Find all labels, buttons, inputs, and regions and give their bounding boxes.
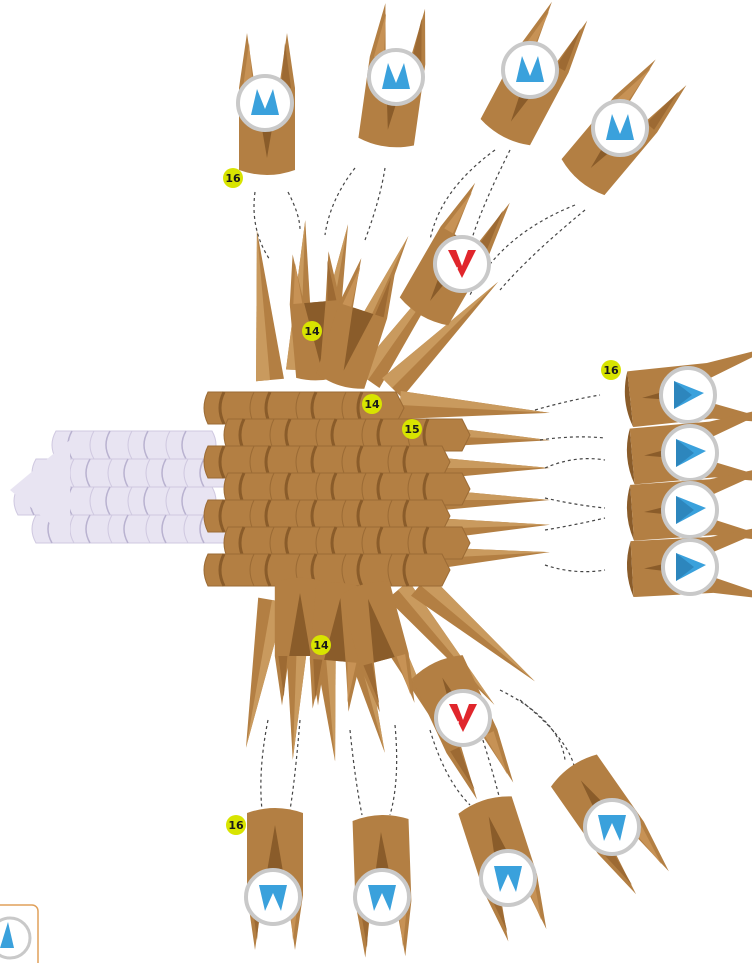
symbol-ring [238, 76, 292, 130]
guide-line [545, 459, 605, 468]
guide-line [500, 210, 585, 290]
svg-text:14: 14 [304, 325, 320, 338]
guide-line [520, 700, 575, 770]
brown-module [388, 554, 450, 586]
guide-line [430, 150, 495, 240]
guide-line [500, 690, 565, 760]
guide-line [261, 720, 268, 810]
guide-line [535, 395, 600, 410]
badge-side-second: 15 [402, 419, 422, 439]
guide-line [540, 437, 605, 440]
white-tail-modules [10, 431, 234, 543]
symbol-ring [369, 50, 423, 104]
symbol-ring [593, 101, 647, 155]
symbol-ring [663, 483, 717, 537]
symbol-ring [585, 800, 639, 854]
badge-right-column-top: 16 [601, 360, 621, 380]
symbol-ring [481, 851, 535, 905]
svg-text:14: 14 [364, 398, 380, 411]
svg-text:14: 14 [313, 639, 329, 652]
symbol-ring [435, 237, 489, 291]
guide-line [254, 192, 270, 260]
guide-line [545, 498, 605, 508]
symbol-ring [663, 426, 717, 480]
symbol-ring [663, 540, 717, 594]
svg-text:15: 15 [404, 423, 419, 436]
guide-line [325, 168, 355, 235]
guide-line [545, 565, 605, 572]
guide-line [545, 518, 605, 530]
guide-line [350, 730, 362, 815]
badge-side-top: 14 [362, 394, 382, 414]
svg-text:16: 16 [225, 172, 241, 185]
badge-lower-bottom: 16 [226, 815, 246, 835]
guide-line [288, 192, 300, 230]
brown-body-modules [204, 220, 551, 763]
symbol-ring [355, 870, 409, 924]
guide-line [390, 725, 397, 815]
symbol-ring [661, 368, 715, 422]
symbol-ring [246, 870, 300, 924]
badge-upper-body: 14 [302, 321, 322, 341]
svg-text:16: 16 [228, 819, 244, 832]
badge-upper-top: 16 [223, 168, 243, 188]
body-spike [243, 229, 284, 381]
symbol-ring [436, 691, 490, 745]
badge-lower-body: 14 [311, 635, 331, 655]
svg-text:16: 16 [603, 364, 619, 377]
guide-line [365, 168, 385, 240]
legend-corner-icon [0, 905, 38, 963]
symbol-ring [503, 43, 557, 97]
